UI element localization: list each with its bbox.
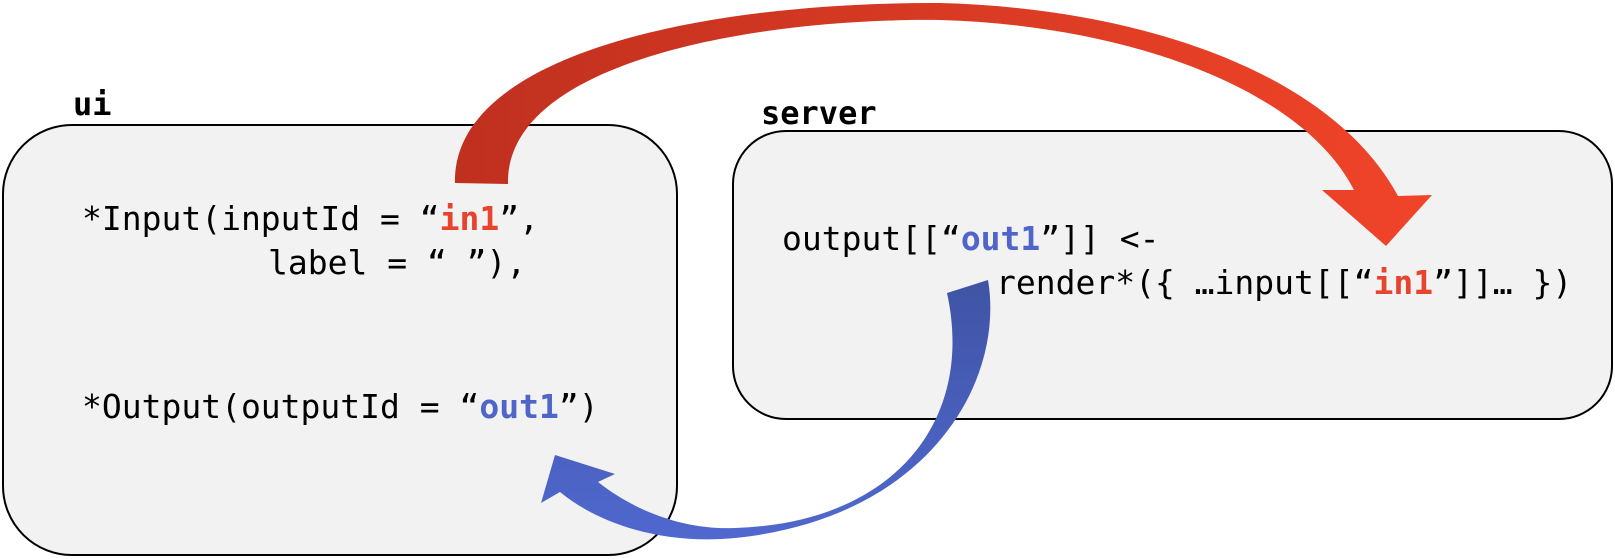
ui-output-suffix: ”) [558, 387, 599, 426]
ui-output-id: out1 [479, 387, 559, 426]
ui-panel-title: ui [73, 85, 112, 123]
ui-input-prefix: *Input(inputId = “ [82, 199, 440, 238]
ui-output-prefix: *Output(outputId = “ [82, 387, 480, 426]
ui-input-id: in1 [439, 199, 500, 238]
ui-input-call: *Input(inputId = “in1”, [82, 202, 539, 235]
server-output-id: out1 [960, 219, 1041, 258]
server-output-assignment: output[[“out1”]] <- [782, 222, 1160, 255]
server-input-id: in1 [1373, 263, 1434, 302]
server-output-suffix: ”]] <- [1040, 219, 1160, 258]
server-output-prefix: output[[“ [782, 219, 961, 258]
server-panel [732, 130, 1613, 420]
server-to-output-arrow [541, 280, 991, 540]
input-to-server-arrow [454, 2, 1433, 246]
server-panel-title: server [761, 94, 877, 132]
ui-input-suffix: ”, [499, 199, 539, 238]
server-render-call: render*({ …input[[“in1”]]… }) [996, 266, 1572, 299]
server-render-suffix: ”]]… }) [1433, 263, 1573, 302]
ui-output-call: *Output(outputId = “out1”) [82, 390, 599, 423]
ui-input-label-arg: label = “ ”), [268, 243, 527, 282]
server-render-prefix: render*({ …input[[“ [996, 263, 1374, 302]
